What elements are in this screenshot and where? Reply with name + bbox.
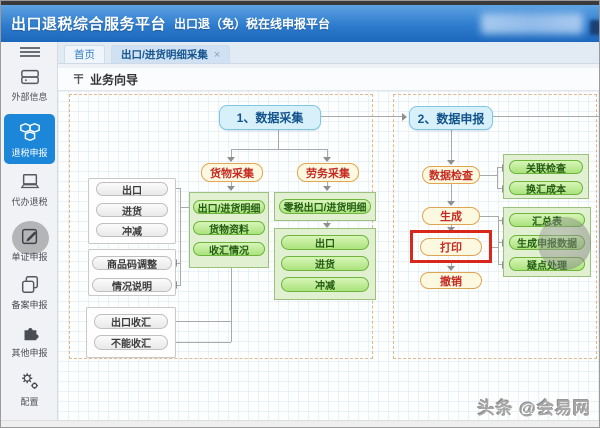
sidebar-item-label: 配置 — [20, 397, 39, 407]
flow-btn-offset[interactable]: 冲减 — [96, 223, 168, 238]
sidebar-item-document-declare[interactable]: 单证申报 — [1, 226, 58, 263]
flow-btn-export-forex[interactable]: 出口收汇 — [94, 314, 168, 329]
tab-home[interactable]: 首页 — [64, 45, 105, 63]
flow-btn-zerotax-detail[interactable]: 零税出口/进货明细 — [279, 199, 371, 214]
tab-label: 出口/进货明细采集 — [121, 49, 208, 61]
sidebar-item-label: 其他申报 — [11, 348, 48, 358]
sidebar-item-agent-refund[interactable]: 代办退税 — [1, 172, 58, 208]
flow-btn-code-adjust[interactable]: 商品码调整 — [92, 256, 172, 271]
flow-btn-forex-status[interactable]: 收汇情况 — [193, 242, 265, 257]
flow-btn-relation-check[interactable]: 关联检查 — [509, 160, 583, 175]
flow-btn-service-purchase[interactable]: 进货 — [281, 256, 369, 271]
redacted-icon — [590, 20, 599, 35]
laptop-icon — [20, 174, 39, 189]
sidebar-active-highlight — [4, 114, 55, 164]
sidebar: 外部信息 退税申报 代办退税 — [1, 42, 58, 427]
sidebar-item-label: 单证申报 — [11, 252, 48, 262]
puzzle-icon — [24, 328, 39, 341]
flow-btn-goods-data[interactable]: 货物资料 — [193, 221, 265, 236]
flow-node-goods-collect[interactable]: 货物采集 — [201, 163, 263, 182]
panel-title: 业务向导 — [90, 72, 139, 87]
sidebar-item-label: 备案申报 — [11, 300, 48, 310]
flow-btn-no-forex[interactable]: 不能收汇 — [94, 335, 168, 350]
watermark-text: 头条 @会易网 — [477, 399, 591, 418]
flow-node-data-check[interactable]: 数据检查 — [422, 166, 480, 184]
flow-node-service-collect[interactable]: 劳务采集 — [297, 163, 359, 182]
pen-icon — [21, 228, 37, 245]
redacted-user-info — [481, 13, 583, 34]
flow-node-print[interactable]: 打印 — [420, 238, 482, 256]
cubes-icon — [19, 122, 40, 142]
copy-icon — [21, 276, 38, 293]
sidebar-item-external-info[interactable]: 外部信息 — [1, 67, 58, 103]
tab-detail-collection[interactable]: 出口/进货明细采集 × — [111, 45, 231, 63]
flow-node-generate[interactable]: 生成 — [422, 207, 480, 225]
flow-btn-export[interactable]: 出口 — [96, 182, 168, 197]
flow-stage-data-collect[interactable]: 1、数据采集 — [219, 105, 321, 130]
sidebar-item-label: 代办退税 — [11, 197, 48, 207]
flow-node-revoke[interactable]: 撤销 — [420, 272, 482, 289]
app-subtitle: 出口退（免）税在线申报平台 — [174, 17, 331, 31]
flow-btn-service-export[interactable]: 出口 — [281, 235, 369, 250]
close-icon[interactable]: × — [213, 48, 221, 61]
tab-label: 首页 — [74, 49, 95, 61]
wizard-icon — [73, 73, 84, 84]
flow-btn-service-offset[interactable]: 冲减 — [281, 277, 369, 292]
flow-btn-purchase[interactable]: 进货 — [96, 203, 168, 218]
sidebar-item-config[interactable]: 配置 — [1, 370, 58, 408]
sidebar-item-tax-refund-declare[interactable]: 退税申报 — [1, 121, 58, 159]
sidebar-item-label: 外部信息 — [11, 92, 48, 102]
flow-btn-summary-table[interactable]: 汇总表 — [509, 213, 585, 228]
flow-btn-situation-note[interactable]: 情况说明 — [92, 278, 172, 293]
menu-toggle-icon[interactable] — [20, 47, 40, 57]
flow-btn-generate-declare-data[interactable]: 生成申报数据 — [509, 235, 585, 250]
flow-btn-doubt-handle[interactable]: 疑点处理 — [509, 257, 585, 272]
gears-icon — [22, 373, 38, 389]
window-frame-strip — [1, 1, 599, 5]
flow-btn-export-purchase-detail[interactable]: 出口/进货明细 — [193, 200, 265, 215]
storage-icon — [20, 69, 39, 85]
app-title: 出口退税综合服务平台 — [11, 16, 167, 33]
app-header: 出口退税综合服务平台 出口退（免）税在线申报平台 — [1, 5, 599, 42]
sidebar-item-other-declare[interactable]: 其他申报 — [1, 322, 58, 359]
flow-stage-data-declare[interactable]: 2、数据申报 — [409, 106, 493, 130]
tab-bar: 首页 出口/进货明细采集 × — [58, 42, 599, 64]
sidebar-item-filing-declare[interactable]: 备案申报 — [1, 274, 58, 311]
panel-header: 业务向导 — [58, 68, 599, 91]
bottom-strip — [1, 420, 599, 427]
sidebar-item-label: 退税申报 — [11, 148, 48, 158]
flow-btn-exchange-cost[interactable]: 换汇成本 — [509, 181, 583, 196]
